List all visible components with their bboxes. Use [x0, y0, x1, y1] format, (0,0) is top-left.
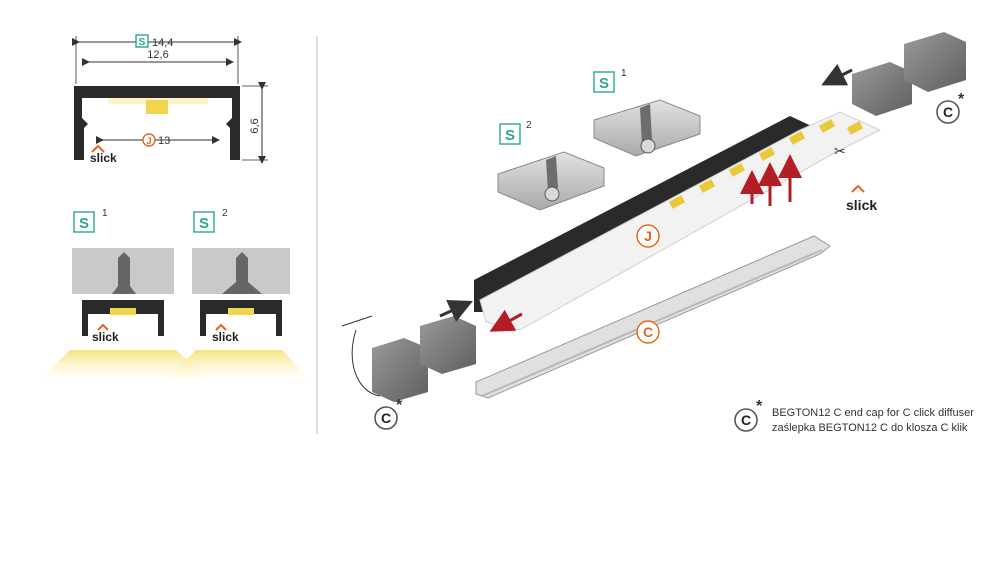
- slick-logo-text-1: slick: [92, 330, 119, 344]
- c-star-badge-bottom-letter: C: [381, 410, 391, 426]
- mounting-variant-1: S 1 slick: [40, 208, 210, 380]
- legend-c-star-badge: [734, 408, 758, 432]
- s2-badge: [193, 211, 215, 233]
- legend: C * BEGTON12 C end cap for C click diffu…: [734, 398, 974, 434]
- j-badge-letter-large: J: [644, 228, 652, 244]
- j-badge-small: [142, 133, 156, 147]
- slick-logo-mark-1: [97, 323, 109, 331]
- legend-line-polish: zaślepka BEGTON12 C do klosza C klik: [772, 422, 968, 434]
- bracket-s1-superscript: 1: [621, 68, 627, 79]
- legend-c-letter: C: [741, 412, 751, 428]
- mounting-bracket-s1: S 1: [593, 68, 701, 157]
- mounting-bracket-s2: S 2: [497, 120, 605, 211]
- slick-logo-mark-2: [215, 323, 227, 331]
- j-badge-letter: J: [146, 136, 151, 146]
- screw-head-icon-2: [544, 186, 560, 202]
- end-cap-top-1: [852, 62, 912, 116]
- s-badge-small: [135, 34, 149, 48]
- led-chip-mounted: [110, 308, 136, 315]
- profile-mounted: [82, 300, 164, 336]
- led-width-value: 13: [158, 135, 170, 147]
- slick-logo-text: slick: [90, 151, 117, 165]
- arrow-left-icon: [821, 63, 853, 86]
- led-chip-section: [146, 100, 168, 114]
- c-star-badge-top: [936, 100, 960, 124]
- c-badge-diffuser-letter: C: [643, 324, 653, 340]
- red-arrow-left-icon: [489, 309, 523, 332]
- s1-badge-letter: S: [79, 215, 89, 232]
- cross-section: S 14,4 12,6 6,6 J 13 slick: [72, 34, 268, 165]
- overall-width-value: 14,4: [152, 37, 173, 49]
- legend-line-english: BEGTON12 C end cap for C click diffuser: [772, 407, 974, 419]
- bracket-s1-letter: S: [599, 75, 609, 92]
- end-caps-top: C *: [821, 32, 966, 124]
- c-badge-diffuser: [636, 320, 660, 344]
- profile-mounted-2: [200, 300, 282, 336]
- led-chips: [668, 119, 864, 209]
- c-star-badge-top-asterisk: *: [958, 91, 965, 108]
- end-cap-bottom-1: [372, 338, 428, 402]
- led-chip-mounted-2: [228, 308, 254, 315]
- c-star-badge-bottom-asterisk: *: [396, 397, 403, 414]
- end-cap-bottom-2: [420, 316, 476, 374]
- light-glow: [40, 350, 210, 380]
- light-glow-2: [166, 350, 310, 380]
- height-value: 6,6: [249, 118, 261, 133]
- slick-logo-text-right: slick: [846, 197, 877, 213]
- slick-logo-mark: [91, 144, 105, 153]
- bracket-s2-superscript: 2: [526, 120, 532, 131]
- c-star-badge-bottom: [374, 406, 398, 430]
- s1-superscript: 1: [102, 208, 108, 219]
- slick-logo-text-2: slick: [212, 330, 239, 344]
- slick-logo-mark-right: [851, 184, 865, 193]
- profile-cross-section: [74, 86, 240, 160]
- exploded-view: S 1 S 2 J: [341, 32, 966, 430]
- inner-width-value: 12,6: [147, 49, 168, 61]
- arrow-right-icon: [439, 300, 473, 322]
- mounting-variant-2: S 2 slick: [166, 208, 310, 380]
- mounting-screw: [112, 252, 136, 294]
- screw-head-icon: [640, 138, 656, 154]
- bracket-s1-badge: [593, 71, 615, 93]
- mounting-screw-2: [222, 252, 262, 294]
- bracket-s2-badge: [499, 123, 521, 145]
- end-cap-top-2: [904, 32, 966, 92]
- scissors-icon: ✂: [834, 144, 846, 160]
- c-star-badge-top-letter: C: [943, 104, 953, 120]
- c-diffuser: [475, 235, 831, 399]
- s2-badge-letter: S: [199, 215, 209, 232]
- end-caps-bottom: C *: [341, 300, 476, 430]
- s2-superscript: 2: [222, 208, 228, 219]
- s1-badge: [73, 211, 95, 233]
- bracket-s2-letter: S: [505, 127, 515, 144]
- legend-asterisk: *: [756, 398, 763, 415]
- s-badge-letter: S: [139, 37, 146, 48]
- j-badge: [636, 224, 660, 248]
